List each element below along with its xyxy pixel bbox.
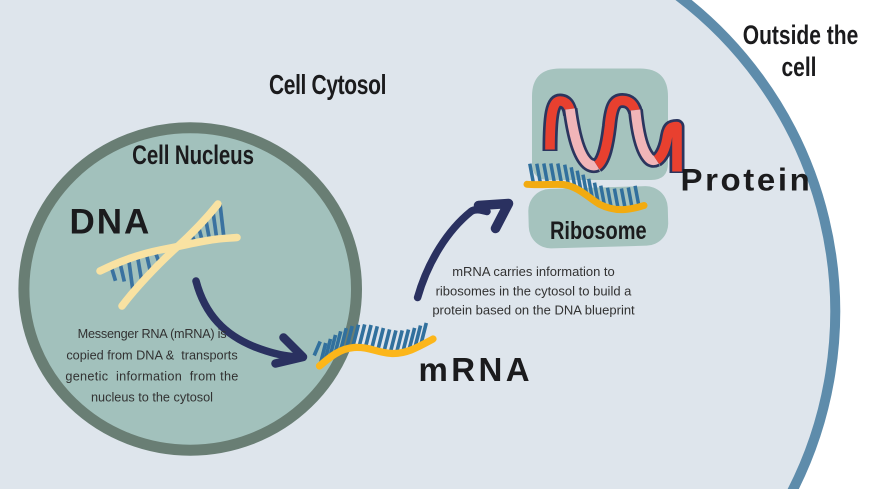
svg-text:mRNA: mRNA [419, 351, 533, 388]
svg-text:nucleus to the cytosol: nucleus to the cytosol [91, 391, 213, 405]
svg-text:Outside the: Outside the [743, 21, 858, 51]
svg-text:Ribosome: Ribosome [550, 217, 647, 244]
svg-text:ribosomes in the cytosol to bu: ribosomes in the cytosol to build a [436, 283, 633, 298]
svg-text:cell: cell [781, 53, 816, 83]
svg-text:Cell Nucleus: Cell Nucleus [132, 142, 254, 171]
svg-text:copied from DNA & transports: copied from DNA & transports [66, 349, 237, 363]
svg-text:Protein: Protein [681, 162, 813, 197]
svg-text:Messenger RNA (mRNA) is: Messenger RNA (mRNA) is [78, 327, 227, 341]
svg-text:mRNA carries information to: mRNA carries information to [452, 264, 615, 279]
svg-text:genetic information from the: genetic information from the [65, 370, 238, 384]
svg-text:protein based on the DNA bluep: protein based on the DNA blueprint [432, 303, 635, 318]
svg-text:Cell Cytosol: Cell Cytosol [269, 70, 386, 100]
svg-text:DNA: DNA [70, 203, 152, 242]
